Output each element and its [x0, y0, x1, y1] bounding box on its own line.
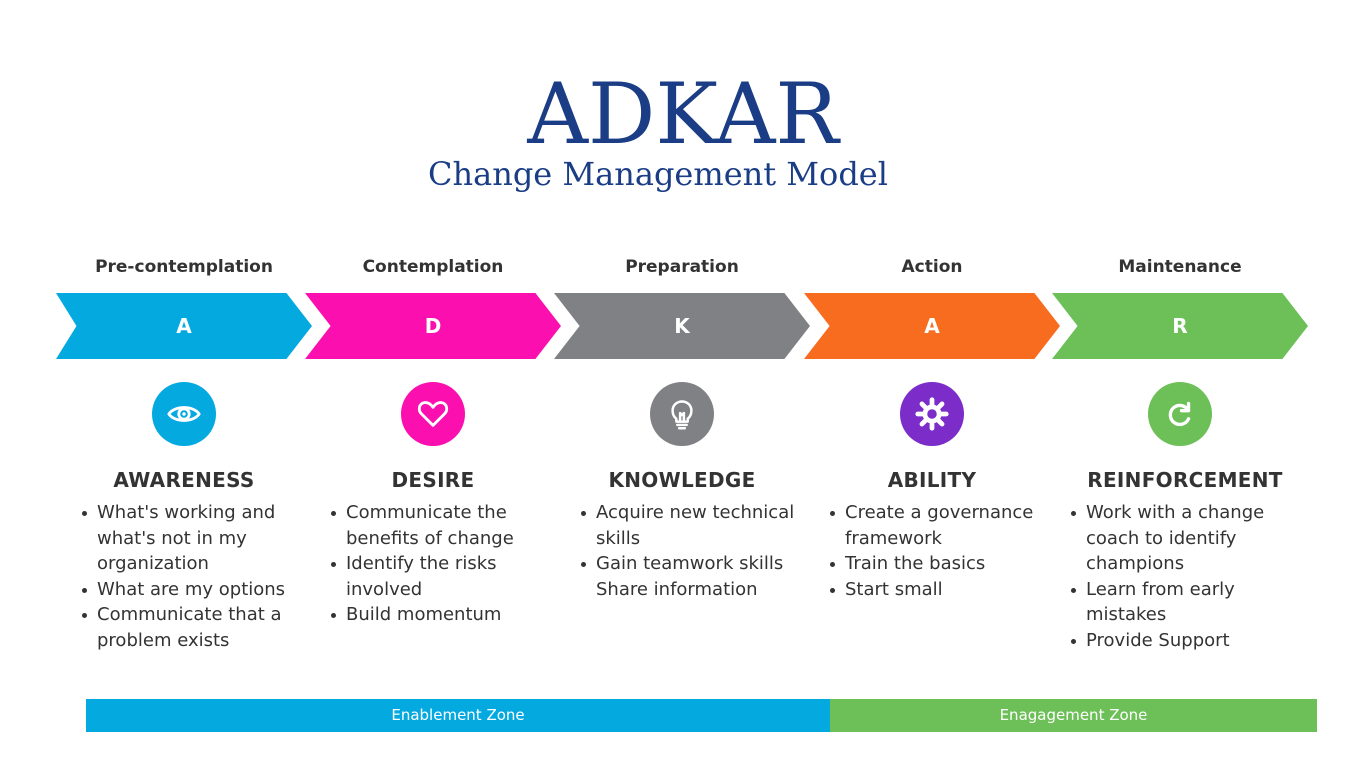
list-item: Train the basics [830, 551, 1075, 577]
chevron-letter: K [674, 314, 690, 338]
list-item: Share information [596, 578, 758, 600]
heading-ability: ABILITY [887, 468, 977, 492]
stage-label-pre-contemplation: Pre-contemplation [95, 257, 273, 277]
heart-icon [417, 401, 449, 427]
desire-icon-badge [401, 382, 465, 446]
eye-icon [167, 406, 201, 422]
heading-knowledge: KNOWLEDGE [608, 468, 756, 492]
refresh-icon [1168, 401, 1191, 427]
reinforcement-icon-badge [1148, 382, 1212, 446]
ability-icon-badge [900, 382, 964, 446]
stage-label-maintenance: Maintenance [1118, 257, 1242, 277]
chevron-awareness: A [56, 293, 312, 359]
bullet-list-knowledge: Acquire new technical skills Gain teamwo… [576, 500, 826, 602]
list-item: Gain teamwork skills [581, 551, 826, 577]
chevron-desire: D [305, 293, 561, 359]
chevron-letter: A [924, 314, 940, 338]
list-item: Create a governance framework [830, 500, 1075, 551]
chevron-letter: D [424, 314, 442, 338]
stage-label-action: Action [901, 257, 963, 277]
bullet-list-desire: Communicate the benefits of change Ident… [326, 500, 576, 628]
stage-label-contemplation: Contemplation [362, 257, 504, 277]
list-item: Learn from early mistakes [1071, 577, 1316, 628]
chevron-letter: R [1172, 314, 1188, 338]
heading-awareness: AWARENESS [113, 468, 255, 492]
chevron-reinforcement: R [1052, 293, 1308, 359]
bullet-list-awareness: What's working and what's not in my orga… [77, 500, 327, 654]
chevron-knowledge: K [554, 293, 810, 359]
gear-icon [915, 397, 949, 431]
list-item: What are my options [82, 577, 327, 603]
bullet-list-reinforcement: Work with a change coach to identify cha… [1066, 500, 1316, 654]
stage-label-preparation: Preparation [625, 257, 739, 277]
list-item: Start small [830, 577, 1075, 603]
list-item: Build momentum [331, 602, 576, 628]
list-item: Identify the risks involved [331, 551, 576, 602]
chevron-letter: A [176, 314, 192, 338]
knowledge-icon-badge [650, 382, 714, 446]
list-item: Provide Support [1071, 628, 1316, 654]
heading-desire: DESIRE [391, 468, 475, 492]
engagement-zone-bar: Enagagement Zone [830, 699, 1317, 732]
heading-reinforcement: REINFORCEMENT [1087, 468, 1283, 492]
bullet-list-ability: Create a governance framework Train the … [825, 500, 1075, 602]
lightbulb-icon [671, 400, 693, 430]
enablement-zone-bar: Enablement Zone [86, 699, 830, 732]
awareness-icon-badge [152, 382, 216, 446]
list-item: Communicate the benefits of change [331, 500, 576, 551]
page-subtitle: Change Management Model [428, 155, 888, 193]
list-item: What's working and what's not in my orga… [82, 500, 327, 577]
list-item: Acquire new technical skills [581, 500, 826, 551]
page-title: ADKAR [527, 65, 839, 163]
list-item: Work with a change coach to identify cha… [1071, 500, 1316, 577]
list-item: Communicate that a problem exists [82, 602, 327, 653]
chevron-ability: A [804, 293, 1060, 359]
